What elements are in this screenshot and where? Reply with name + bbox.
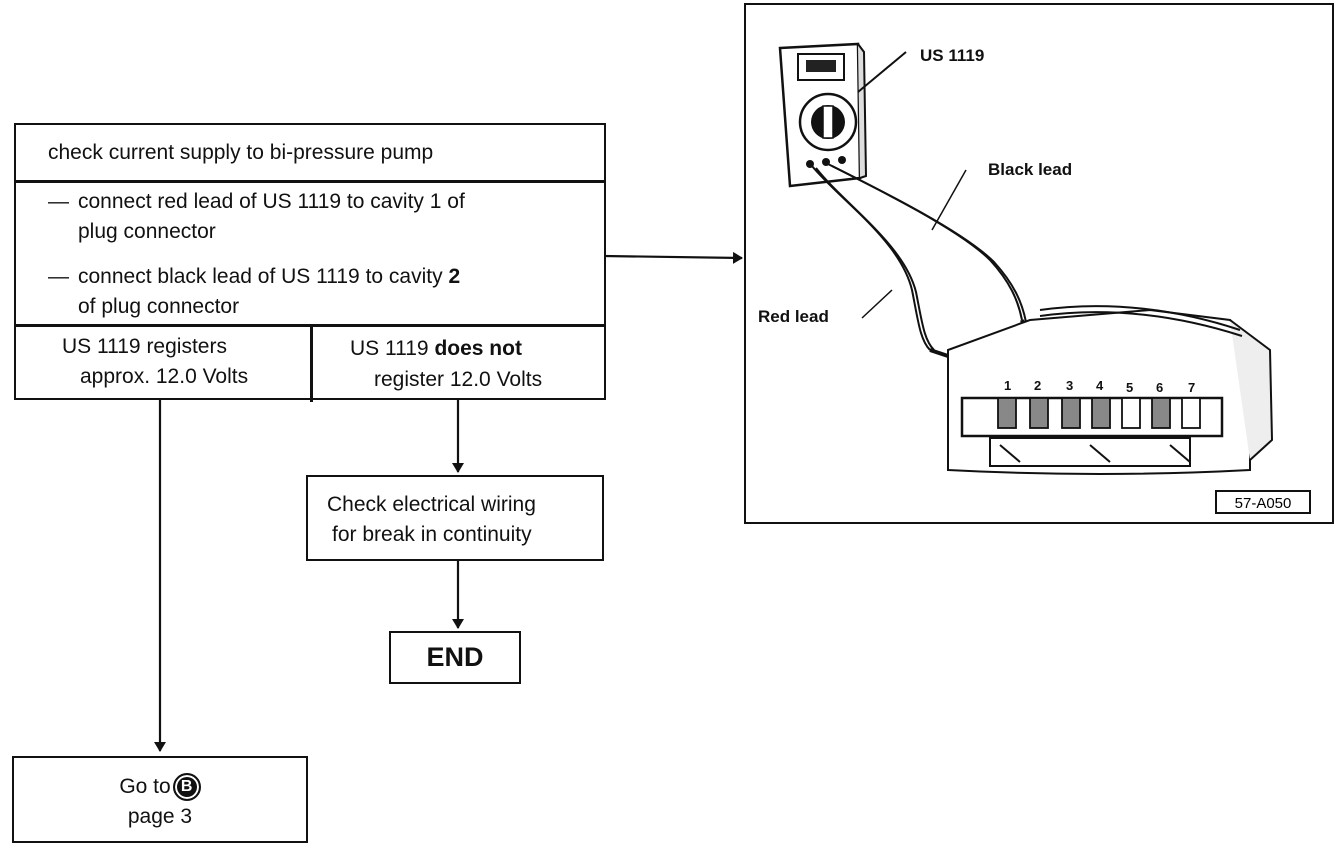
step2-line2: of plug connector [78,295,240,318]
step1-line1: connect red lead of US 1119 to cavity 1 … [78,190,465,213]
end-label: END [426,642,484,672]
cavity-number-7: 7 [1188,380,1195,395]
check-wiring-box: Check electrical wiring for break in con… [306,475,604,561]
meter-label: US 1119 [920,46,984,65]
end-box: END [389,631,521,684]
result-no-line2: register 12.0 Volts [374,368,543,391]
multimeter-icon [778,42,907,188]
figure-id-box [1215,490,1311,514]
cavity-number-3: 3 [1066,378,1073,393]
result-yes-line1: US 1119 registers [62,335,227,358]
goto-line1: Go to B [14,772,306,802]
goto-prefix: Go to [119,775,171,798]
goto-box: Go to B page 3 [12,756,308,843]
cavity-number-5: 5 [1126,380,1133,395]
cavity-number-2: 2 [1034,378,1041,393]
step2-line1: connect black lead of US 1119 to cavity [78,265,449,288]
results-split [310,324,313,402]
result-no-bold: does not [434,337,522,360]
title-divider [16,180,604,183]
step1-dash: — [48,190,69,213]
check-wiring-line1: Check electrical wiring [327,493,536,516]
main-check-box: check current supply to bi-pressure pump… [14,123,606,402]
result-no-line1-wrap: US 1119 does not [350,334,522,364]
cavity-number-1: 1 [1004,378,1011,393]
step2-cavity-number: 2 [448,265,461,288]
goto-line2: page 3 [127,805,193,828]
figure-id: 57-A050 [1235,495,1292,512]
arrow-to-illustration [603,251,743,264]
check-wiring-line2: for break in continuity [332,523,532,546]
result-no-line1: US 1119 [350,337,435,360]
black-lead-label: Black lead [988,160,1072,179]
result-yes-line2: approx. 12.0 Volts [80,365,249,388]
plug-connector-icon [947,305,1274,475]
step2-line1-wrap: connect black lead of US 1119 to cavity … [78,262,460,292]
red-lead-label: Red lead [758,307,829,326]
step2-dash: — [48,265,69,288]
cavity-number-6: 6 [1156,380,1163,395]
check-title: check current supply to bi-pressure pump [48,141,434,164]
step1-line2: plug connector [78,220,216,243]
goto-circle-b: B [172,773,201,801]
cavity-number-4: 4 [1096,378,1104,393]
